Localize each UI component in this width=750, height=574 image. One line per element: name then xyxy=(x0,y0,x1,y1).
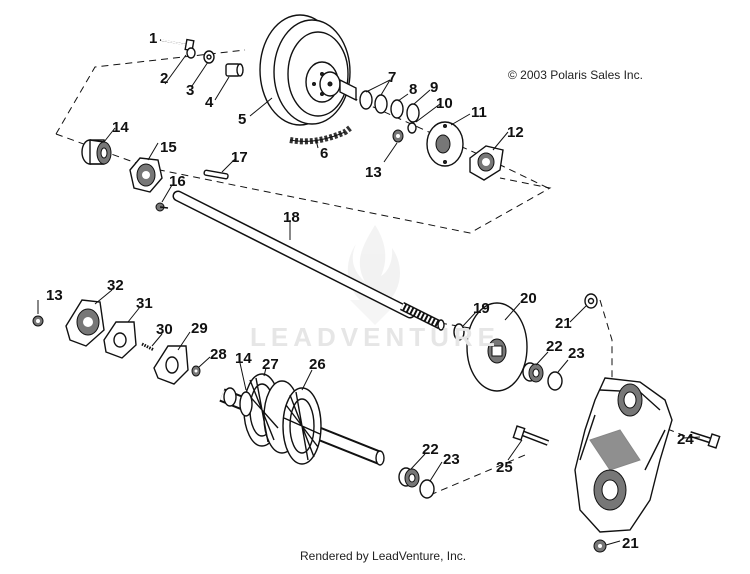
nut-part-21-upper xyxy=(584,293,598,309)
callout-12: 12 xyxy=(507,124,524,141)
ring-part-7a xyxy=(359,90,373,110)
chaincase-housing xyxy=(574,377,673,533)
callout-19: 19 xyxy=(473,300,490,317)
washer-part-3 xyxy=(203,50,215,64)
callout-27: 27 xyxy=(262,356,279,373)
track-drive-assembly xyxy=(219,373,385,466)
callout-28: 28 xyxy=(210,346,227,363)
flange-part-29 xyxy=(153,345,189,385)
screw-part-16 xyxy=(155,202,169,212)
callout-24: 24 xyxy=(677,431,694,448)
callout-10: 10 xyxy=(436,95,453,112)
ring-part-7b xyxy=(374,94,388,114)
drive-pulley-part-5 xyxy=(259,14,357,126)
callout-20: 20 xyxy=(520,290,537,307)
callout-11: 11 xyxy=(471,104,487,121)
callout-21-upper: 21 xyxy=(555,315,572,332)
callout-23-lower: 23 xyxy=(443,451,460,468)
callout-30: 30 xyxy=(156,321,173,338)
bolt-part-24 xyxy=(689,431,721,449)
bearing-part-14-upper xyxy=(81,139,112,165)
callout-5: 5 xyxy=(238,111,247,128)
nut-part-13-upper xyxy=(392,129,404,143)
bearing-flange-part-32 xyxy=(65,299,105,347)
callout-25: 25 xyxy=(496,459,513,476)
callout-18: 18 xyxy=(283,209,300,226)
callout-15: 15 xyxy=(160,139,177,156)
upper-assembly-frame xyxy=(55,49,246,135)
callout-29: 29 xyxy=(191,320,208,337)
callout-1: 1 xyxy=(149,30,158,47)
brake-disc-part-20 xyxy=(466,302,528,392)
callout-31: 31 xyxy=(136,295,153,312)
callout-6: 6 xyxy=(320,145,329,162)
callout-17: 17 xyxy=(231,149,248,166)
pin-part-30 xyxy=(141,342,155,352)
bearing-plate-part-11 xyxy=(426,121,464,167)
lower-assembly-frame xyxy=(599,299,613,380)
callout-3: 3 xyxy=(186,82,195,99)
ring-part-9 xyxy=(406,103,420,123)
copyright-text: © 2003 Polaris Sales Inc. xyxy=(508,68,643,82)
bearing-flange-part-15 xyxy=(129,157,163,193)
footer-credit: Rendered by LeadVenture, Inc. xyxy=(300,549,467,563)
key-part-17 xyxy=(203,169,229,180)
ring-part-8 xyxy=(390,99,404,119)
callout-22-upper: 22 xyxy=(546,338,563,355)
seal-part-23-upper xyxy=(547,371,563,391)
upper-frame-lower-line xyxy=(55,133,552,234)
washer-part-10 xyxy=(407,122,417,134)
seal-part-23-lower xyxy=(419,479,435,499)
flange-part-12 xyxy=(469,145,504,181)
callout-13-lower: 13 xyxy=(46,287,63,304)
spacer-part-4 xyxy=(225,63,244,77)
callout-7: 7 xyxy=(388,69,397,86)
bearing-part-22-upper xyxy=(522,362,544,383)
nut-part-13-lower xyxy=(32,315,44,327)
lower-frame-bottom xyxy=(429,454,526,496)
chain-part-6 xyxy=(289,125,352,145)
leader-lines xyxy=(37,54,701,546)
callout-23-upper: 23 xyxy=(568,345,585,362)
callout-14-upper: 14 xyxy=(112,119,129,136)
bearing-part-22-lower xyxy=(398,467,420,488)
callout-2: 2 xyxy=(160,70,169,87)
nut-part-28 xyxy=(191,365,201,377)
callout-4: 4 xyxy=(205,94,214,111)
ring-part-19 xyxy=(453,323,465,341)
callout-8: 8 xyxy=(409,81,418,98)
nut-part-21-lower xyxy=(593,539,607,553)
callout-21-lower: 21 xyxy=(622,535,639,552)
callout-13-upper: 13 xyxy=(365,164,382,181)
bolt-part-25 xyxy=(512,425,550,446)
callout-32: 32 xyxy=(107,277,124,294)
callout-26: 26 xyxy=(309,356,326,373)
shaft-part-18 xyxy=(172,190,445,331)
watermark-text: LEADVENTURE xyxy=(250,322,501,352)
washer-part-2 xyxy=(186,47,196,59)
callout-22-lower: 22 xyxy=(422,441,439,458)
callout-16: 16 xyxy=(169,173,186,190)
callout-14-lower: 14 xyxy=(235,350,252,367)
shaft-axis-line xyxy=(439,322,471,329)
plate-part-31 xyxy=(103,321,137,359)
callout-9: 9 xyxy=(430,79,439,96)
